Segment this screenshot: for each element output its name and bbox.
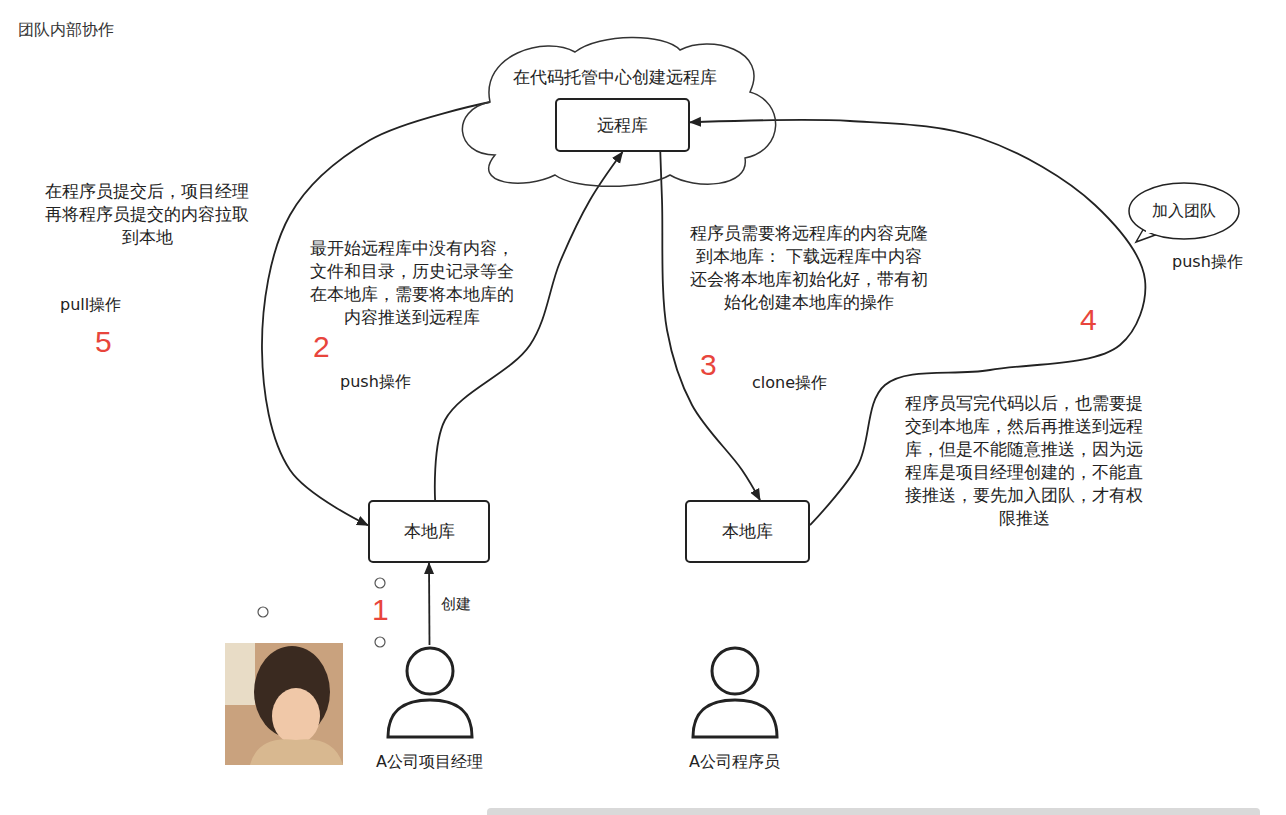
flow-arrow: [428, 563, 430, 645]
photo-ground: [225, 643, 343, 765]
step-number: 3: [700, 350, 717, 380]
bottom-bar: [487, 808, 1260, 815]
person-actor: A公司程序员: [660, 645, 809, 775]
step-number: 2: [313, 332, 330, 362]
speech-bubble: 加入团队: [1128, 182, 1240, 240]
cloud-path: [462, 37, 775, 186]
step-number: 5: [95, 327, 112, 357]
photo-face: [272, 688, 320, 744]
small-circle: [258, 607, 268, 617]
diagram-title: 团队内部协作: [18, 18, 114, 41]
repo-box: 本地库: [368, 500, 490, 563]
photo-shirt: [250, 739, 343, 765]
actor-name: A公司程序员: [660, 752, 809, 773]
flow-arrow: [660, 152, 760, 500]
node-text: 本地库: [722, 520, 773, 543]
person-body: [388, 700, 472, 737]
webcam-photo: [225, 643, 343, 765]
note-text: 程序员需要将远程库的内容克隆 到本地库： 下载远程库中内容 还会将本地库初始化好…: [685, 222, 933, 314]
person-actor: A公司项目经理: [350, 645, 509, 775]
small-circle: [375, 578, 385, 588]
node-text: 本地库: [404, 520, 455, 543]
node-text: 加入团队: [1152, 201, 1216, 222]
bubble-ellipse: [1129, 183, 1239, 239]
repo-box: 远程库: [555, 98, 690, 152]
person-head: [407, 648, 453, 694]
operation-label: push操作: [1172, 250, 1243, 273]
bubble-patch: [1146, 226, 1158, 233]
step-number: 1: [372, 595, 389, 625]
person-icon: [380, 645, 480, 740]
operation-label: push操作: [340, 370, 411, 393]
note-text: 在程序员提交后，项目经理 再将程序员提交的内容拉取 到本地: [40, 180, 254, 249]
person-body: [693, 700, 777, 737]
edge-label: 创建: [441, 593, 471, 616]
repo-box: 本地库: [685, 500, 810, 563]
operation-label: clone操作: [752, 371, 827, 394]
cloud-region: 在代码托管中心创建远程库远程库: [450, 30, 780, 190]
node-text: 远程库: [597, 114, 648, 137]
photo-window: [225, 643, 255, 705]
small-circle: [375, 637, 385, 647]
person-head: [712, 648, 758, 694]
person-icon: [685, 645, 785, 740]
actor-name: A公司项目经理: [350, 752, 509, 773]
step-number: 4: [1080, 305, 1097, 335]
operation-label: pull操作: [60, 293, 121, 316]
note-text: 最开始远程库中没有内容， 文件和目录，历史记录等全 在本地库，需要将本地库的 内…: [305, 237, 519, 329]
region-title: 在代码托管中心创建远程库: [513, 66, 717, 89]
note-text: 程序员写完代码以后，也需要提 交到本地库，然后再推送到远程 库，但是不能随意推送…: [900, 392, 1148, 530]
